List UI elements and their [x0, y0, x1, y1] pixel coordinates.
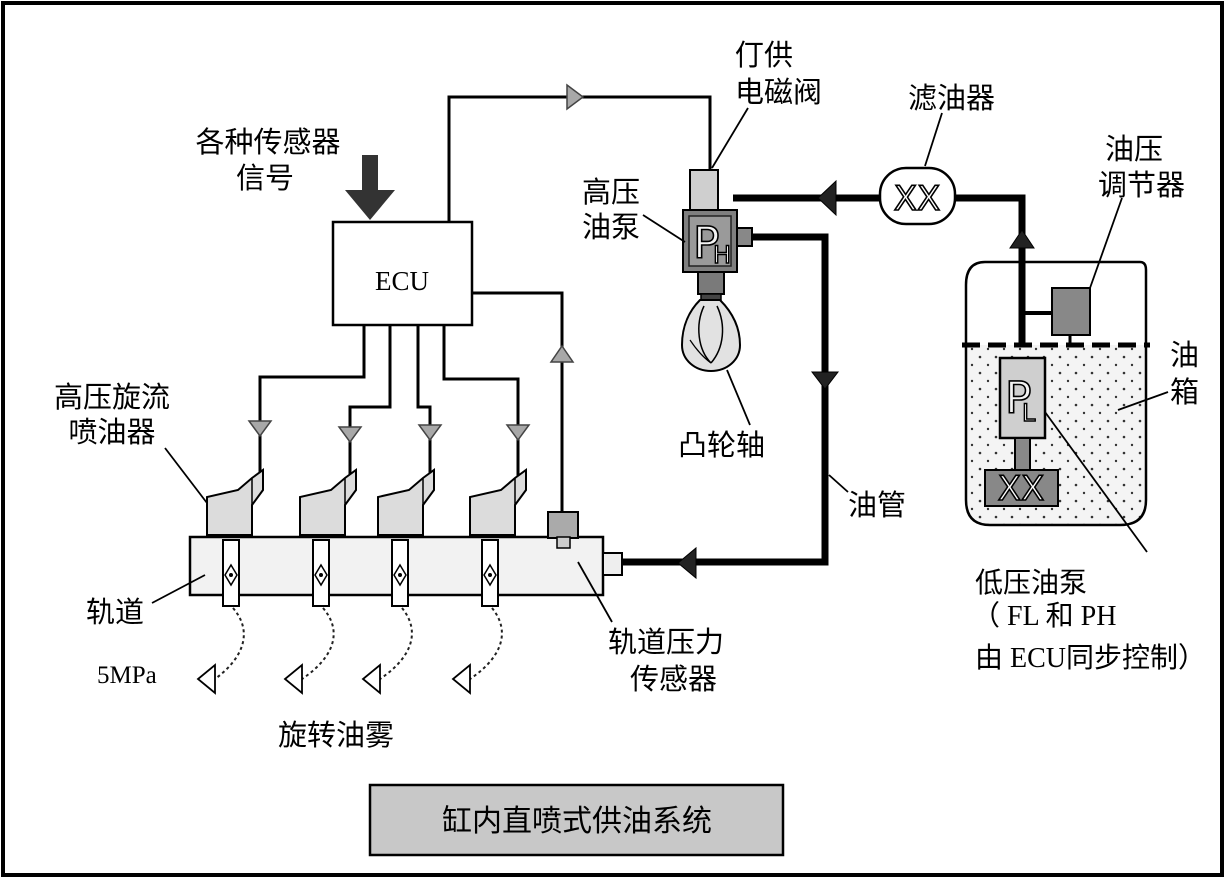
rail-sensor-label-line2: 传感器	[630, 663, 717, 696]
hp-pump-mark: P H	[693, 218, 731, 269]
nozzle-2	[312, 539, 330, 607]
fuel-filter-mark: XX	[894, 179, 941, 219]
pipe-leader-line	[828, 474, 849, 493]
lp-pump-label-line2: （ FL 和 PH	[972, 600, 1116, 632]
nozzle-1	[222, 539, 240, 607]
solenoid-leader-line	[711, 107, 749, 169]
filter-leader-line	[924, 112, 943, 167]
ecu-box	[331, 220, 474, 327]
solenoid-valve	[689, 169, 719, 211]
hp-pump-to-rail-pipe	[622, 233, 829, 566]
nozzle-3	[391, 539, 409, 607]
injector-signal-arrow-icon-3	[417, 424, 443, 442]
tank-label-line2: 箱	[1170, 376, 1199, 409]
spray-path-2	[301, 607, 335, 680]
spray-arrow-icon-1	[196, 663, 216, 695]
lp-pump-shaft	[1014, 437, 1031, 471]
spray-path-1	[214, 607, 245, 680]
injector-signal-arrow-icon-4	[505, 424, 531, 442]
injector-signal-arrow-icon-2	[337, 426, 363, 444]
lp-pump-label-line1: 低压油泵	[975, 567, 1087, 599]
injector-1	[206, 468, 264, 536]
hp-pump-neck	[697, 271, 725, 295]
sensor-signal-label-line2: 信号	[236, 162, 294, 195]
injector-label-line1: 高压旋流	[54, 381, 170, 414]
tank-to-filter-pipe	[955, 194, 1026, 356]
filter-label: 滤油器	[908, 82, 995, 115]
regulator-label-line1: 油压	[1105, 133, 1163, 166]
camshaft-label: 凸轮轴	[678, 429, 765, 462]
hp-pump-label-line1: 高压	[582, 176, 640, 209]
tank-outflow-arrow-icon	[1009, 229, 1035, 249]
injector-leader-line	[164, 447, 208, 504]
regulator-label-line2: 调节器	[1098, 169, 1185, 202]
injector-label-line2: 喷油器	[68, 416, 155, 449]
rail-label: 轨道	[86, 596, 144, 629]
pipe-label: 油管	[848, 489, 906, 522]
pressure-regulator	[1051, 287, 1091, 336]
rail-sensor-label-line1: 轨道压力	[608, 626, 724, 659]
hp-pump-leader-line	[642, 214, 686, 243]
hp-line-down-arrow-icon	[810, 371, 840, 390]
rail-pressure-sensor	[547, 511, 579, 539]
sensor-signal-label-line1: 各种传感器	[195, 126, 340, 159]
lp-pump-leader-line	[1044, 411, 1148, 553]
injector-3	[377, 468, 435, 536]
hp-pump-label-line2: 油泵	[582, 211, 640, 244]
spray-arrow-icon-4	[451, 663, 471, 695]
sensor-signal-arrow-icon	[345, 155, 395, 220]
rail-inflow-arrow-icon	[677, 546, 697, 580]
lp-pump-base	[984, 469, 1059, 507]
lp-pump-mark: P L	[1005, 373, 1036, 427]
solenoid-label-line1: 仃供	[735, 39, 793, 72]
injector-4	[469, 468, 527, 536]
rail-sensor-leader-line	[577, 561, 613, 623]
regulator-leader-line	[1089, 197, 1123, 289]
injector-2	[299, 468, 357, 536]
injector-signal-arrow-icon-1	[247, 420, 273, 438]
lp-pump-label-line3: 由 ECU同步控制）	[975, 642, 1206, 674]
hp-pump-inner	[688, 215, 732, 267]
tank-label-line1: 油	[1170, 339, 1199, 372]
ecu-label: ECU	[375, 266, 429, 296]
solenoid-label-line2: 电磁阀	[735, 76, 822, 109]
nozzle-4	[481, 539, 499, 607]
tank-leader-line	[1117, 391, 1169, 411]
ecu-rail-sensor-wire	[472, 291, 564, 512]
diagram-title: 缸内直喷式供油系统	[442, 805, 712, 838]
title-box	[368, 783, 785, 857]
camshaft-leader-line	[726, 369, 751, 426]
ecu-injector-wire-3	[416, 325, 432, 478]
fuel-rail-inlet	[602, 552, 623, 576]
spray-path-3	[379, 607, 413, 680]
spray-label: 旋转油雾	[278, 719, 394, 752]
rail-pressure-sensor-tip	[556, 536, 571, 549]
ecu-solenoid-signal-arrow-icon	[566, 83, 585, 111]
spray-arrow-icon-3	[361, 663, 381, 695]
lp-pump-base-mark: XX	[998, 469, 1045, 509]
pressure-label: 5MPa	[97, 662, 157, 689]
hp-pump-outlet	[736, 227, 753, 247]
spray-arrow-icon-2	[283, 663, 303, 695]
fuel-tank	[964, 260, 1148, 527]
fuel-filter	[878, 166, 957, 226]
spray-path-4	[469, 607, 503, 680]
hp-feed-flow-arrow-icon	[817, 179, 837, 217]
rail-sensor-signal-arrow-icon	[549, 344, 575, 363]
camshaft	[680, 299, 742, 373]
rail-leader-line	[151, 574, 206, 604]
ecu-injector-wire-2	[348, 325, 392, 480]
